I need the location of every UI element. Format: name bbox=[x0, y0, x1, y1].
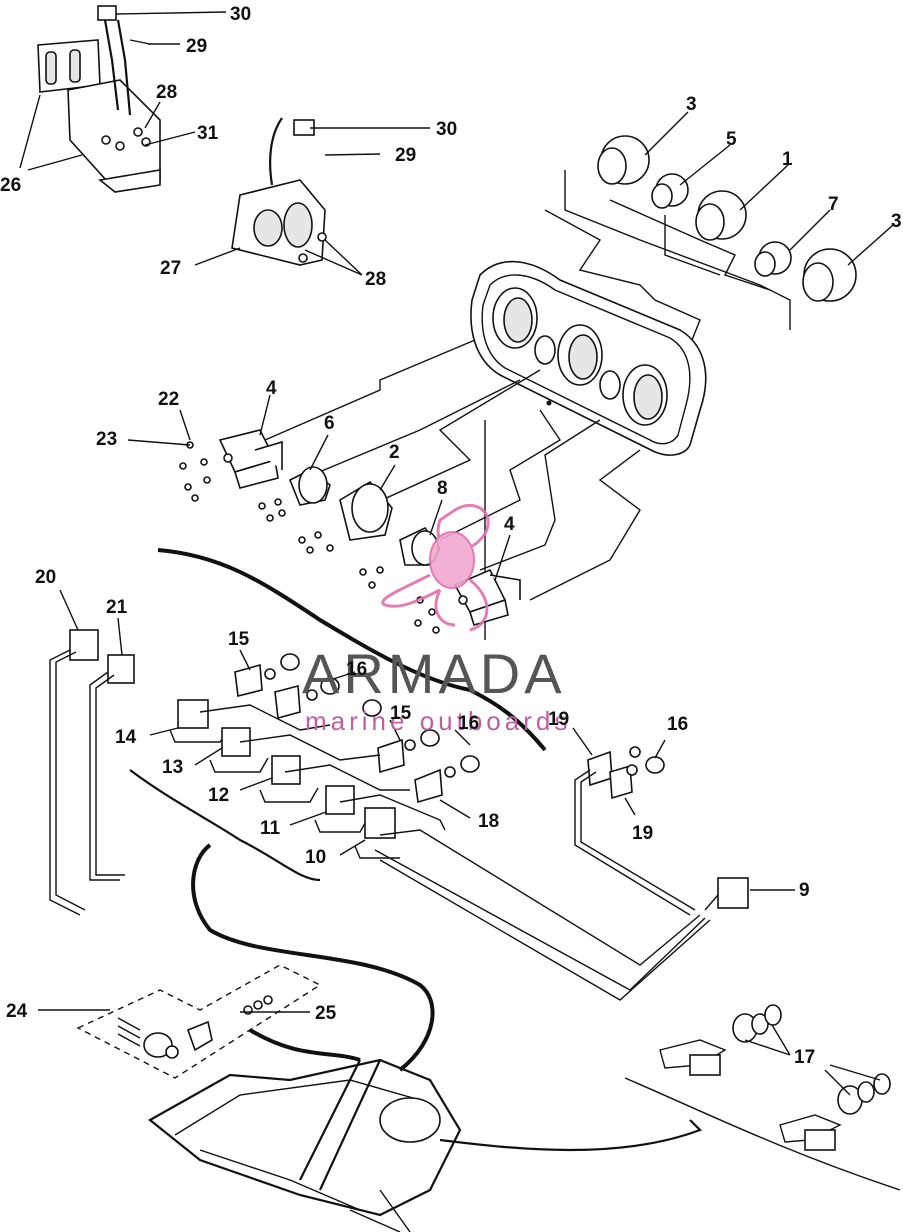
callout-3-right: 3 bbox=[891, 211, 902, 232]
callout-23: 23 bbox=[96, 429, 117, 450]
connectors-left-part bbox=[49, 629, 135, 916]
callout-24: 24 bbox=[6, 1001, 28, 1022]
armada-logo bbox=[381, 503, 490, 632]
watermark-brand: ARMADA bbox=[302, 642, 566, 705]
callout-4-right: 4 bbox=[504, 514, 515, 535]
callout-11: 11 bbox=[260, 818, 281, 839]
callout-6: 6 bbox=[324, 413, 335, 434]
callout-8: 8 bbox=[437, 478, 448, 499]
callout-30: 30 bbox=[436, 119, 457, 140]
callout-3-left: 3 bbox=[686, 94, 697, 115]
callout-27: 27 bbox=[160, 258, 181, 279]
callout-21: 21 bbox=[106, 597, 128, 618]
callout-18: 18 bbox=[478, 811, 499, 832]
callout-labels: 30 29 28 31 26 30 29 27 28 3 5 1 7 3 22 … bbox=[0, 4, 902, 1068]
callout-20: 20 bbox=[35, 567, 56, 588]
callout-leaders bbox=[19, 11, 894, 1096]
callout-15-left: 15 bbox=[228, 629, 250, 650]
callout-10: 10 bbox=[305, 847, 326, 868]
callout-28: 28 bbox=[365, 269, 386, 290]
callout-28-top: 28 bbox=[156, 82, 177, 103]
callout-2: 2 bbox=[389, 442, 400, 463]
console-wiring bbox=[148, 843, 702, 1232]
callout-16-mid: 16 bbox=[458, 713, 479, 734]
callout-30-top: 30 bbox=[230, 4, 251, 25]
gauges-part bbox=[544, 135, 857, 346]
throttle-bracket-part bbox=[37, 5, 161, 193]
callout-5: 5 bbox=[726, 129, 737, 150]
callout-19-bottom: 19 bbox=[632, 823, 653, 844]
remote-control-part bbox=[231, 117, 327, 266]
callout-19-top: 19 bbox=[548, 709, 569, 730]
callout-4-left: 4 bbox=[266, 378, 277, 399]
dash-panel-part bbox=[470, 260, 707, 456]
left-bracket-part bbox=[179, 429, 283, 502]
callout-25: 25 bbox=[315, 1003, 337, 1024]
callout-14: 14 bbox=[115, 727, 137, 748]
callout-15-mid: 15 bbox=[390, 703, 412, 724]
callout-29-top: 29 bbox=[186, 36, 207, 57]
callout-13: 13 bbox=[162, 757, 183, 778]
callout-26: 26 bbox=[0, 175, 21, 196]
callout-22: 22 bbox=[158, 389, 179, 410]
callout-7: 7 bbox=[828, 194, 839, 215]
watermark-tagline: marine outboards bbox=[305, 706, 571, 736]
callout-12: 12 bbox=[208, 785, 229, 806]
connectors-right-part bbox=[574, 746, 749, 916]
key-switch-kit-part bbox=[76, 964, 322, 1079]
console-edge bbox=[157, 548, 547, 752]
switches-part bbox=[169, 653, 711, 1001]
console-edge-lower bbox=[129, 769, 321, 882]
callout-1: 1 bbox=[782, 149, 793, 170]
callout-31: 31 bbox=[197, 123, 219, 144]
callout-16-left: 16 bbox=[346, 659, 367, 680]
leader-lines bbox=[264, 339, 641, 640]
callout-16-right: 16 bbox=[667, 714, 688, 735]
mid-gauges-part bbox=[258, 466, 441, 589]
ignition-switches-part bbox=[624, 1004, 901, 1191]
callout-17: 17 bbox=[794, 1047, 815, 1068]
callout-9: 9 bbox=[799, 880, 810, 901]
callout-29: 29 bbox=[395, 145, 416, 166]
